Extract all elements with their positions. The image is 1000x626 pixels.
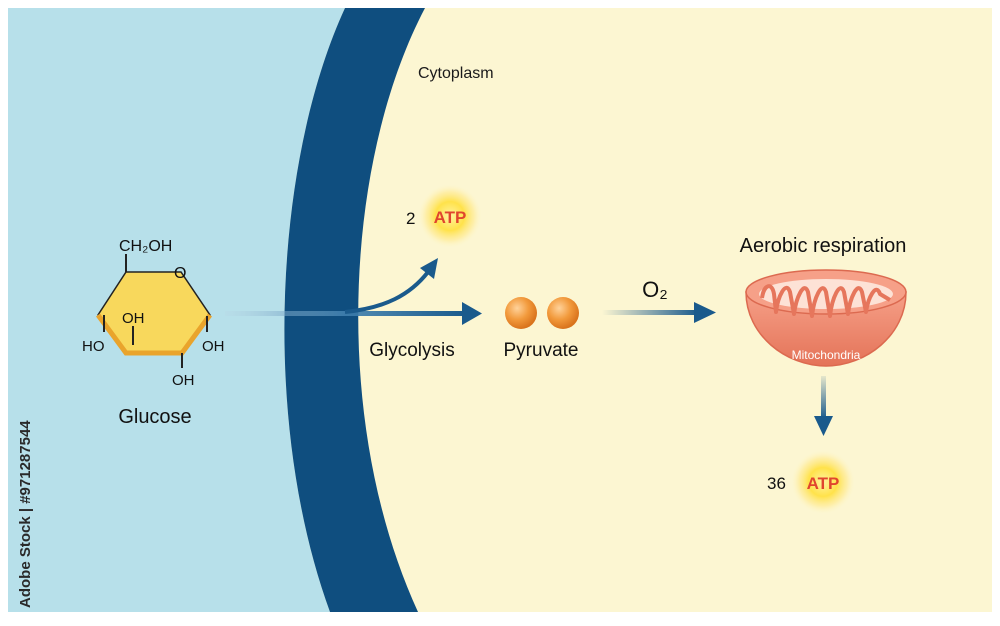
atp-aerobic: 36 ATP [767,450,855,514]
atp-glycolysis: 2 ATP [406,184,482,248]
stock-id-watermark: Adobe Stock | #971287544 [17,420,34,608]
ch2oh-label: CH₂OH [119,238,172,255]
oxygen-label: O₂ [642,277,668,302]
atp-down-arrow [814,376,833,436]
oxygen-arrow [602,302,716,323]
ring-oxygen-label: O [174,265,186,282]
atp-branch-arrowhead [420,258,438,279]
cytoplasm-label: Cytoplasm [418,65,494,82]
oxygen-arrowhead [694,302,716,323]
pyruvate-ball-1 [505,297,537,329]
aerobic-respiration-title: Aerobic respiration [740,235,907,257]
atp-aerobic-count: 36 [767,474,786,493]
glucose-molecule: CH₂OH O OH HO OH OH [82,238,225,389]
mitochondria-label: Mitochondria [792,348,861,362]
pyruvate-label: Pyruvate [504,340,579,361]
oh-inner-label: OH [122,310,145,327]
mitochondria: Mitochondria [745,269,907,367]
oh-right-label: OH [202,338,225,355]
glucose-label: Glucose [118,406,191,428]
ho-left-label: HO [82,338,105,355]
mitochondria-cristae [760,284,892,318]
pyruvate-molecules [505,297,579,329]
atp-aerobic-label: ATP [807,474,840,493]
atp-glycolysis-count: 2 [406,209,415,228]
oh-bottom-label: OH [172,372,195,389]
atp-down-arrowhead [814,416,833,436]
atp-glow [418,184,482,248]
glycolysis-label: Glycolysis [369,340,455,361]
atp-branch-arrow [344,258,438,314]
pyruvate-ball-2 [547,297,579,329]
glycolysis-arrowhead [462,302,482,325]
atp-glycolysis-label: ATP [434,208,467,227]
atp-aerobic-glow [791,450,855,514]
glucose-ring-front-edge [95,313,213,356]
